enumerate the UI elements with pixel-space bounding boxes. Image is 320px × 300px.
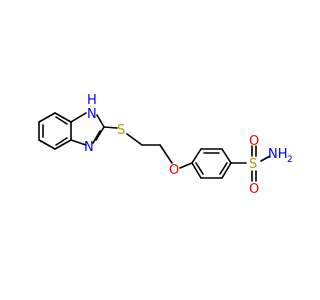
bond xyxy=(103,126,118,129)
bond xyxy=(126,133,143,146)
bond-double xyxy=(92,130,101,144)
bond xyxy=(159,144,173,164)
bond xyxy=(54,112,72,123)
atom-o-bottom: O xyxy=(249,182,259,197)
bond-double xyxy=(195,162,204,175)
bond xyxy=(38,139,56,150)
bond xyxy=(191,162,202,179)
bond xyxy=(221,148,232,164)
atom-n-h-hydrogen: H xyxy=(87,93,97,108)
atom-s-sulfonyl: S xyxy=(249,157,257,172)
bond xyxy=(96,114,105,128)
bond xyxy=(38,112,56,123)
bond-double xyxy=(219,162,228,175)
atom-s-thioether: S xyxy=(117,123,125,138)
bond-double xyxy=(55,116,68,125)
bond xyxy=(70,112,87,123)
bond xyxy=(70,139,87,146)
atom-o-top: O xyxy=(249,134,259,149)
atom-n-ring: N xyxy=(84,140,94,155)
atom-o-ether: O xyxy=(169,163,179,178)
bond-double xyxy=(55,137,68,146)
bond xyxy=(191,148,202,164)
atom-n-h: N xyxy=(87,107,97,122)
atom-nh2-subscript: 2 xyxy=(287,155,293,165)
molecule-svg: N H N S O S O O NH 2 xyxy=(38,93,293,197)
atom-nh2: NH xyxy=(268,147,288,162)
molecule-structure-canvas: N H N S O S O O NH 2 xyxy=(38,93,293,197)
atom-labels: N H N S O S O O NH 2 xyxy=(84,93,293,197)
bond xyxy=(221,162,232,179)
bond xyxy=(179,162,193,169)
bond xyxy=(95,126,105,141)
bond xyxy=(54,139,72,150)
bonds xyxy=(38,112,271,182)
bond xyxy=(260,155,271,162)
